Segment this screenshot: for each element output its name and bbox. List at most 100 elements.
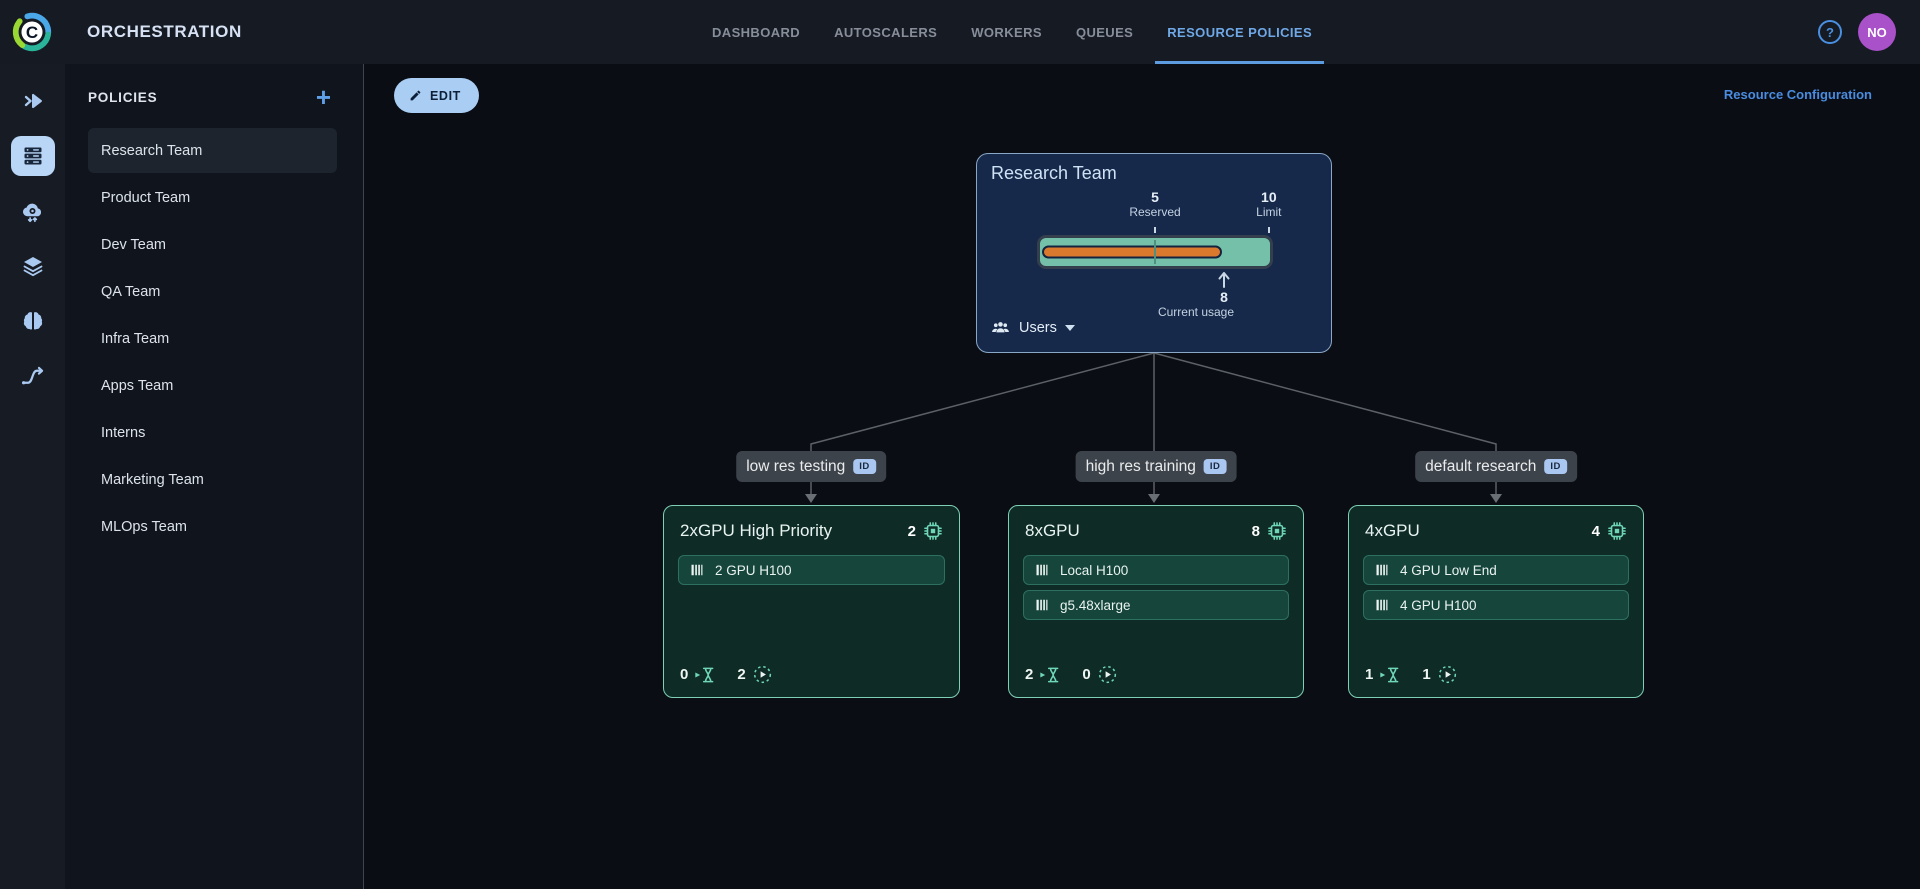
tab-workers[interactable]: WORKERS bbox=[971, 24, 1042, 40]
edit-button-label: EDIT bbox=[430, 88, 461, 103]
pending-count: 0 bbox=[680, 666, 689, 683]
resource-card-title: 2xGPU High Priority bbox=[680, 521, 833, 540]
policies-sidebar: POLICIES + Research Team Product Team De… bbox=[65, 64, 364, 889]
tab-autoscalers[interactable]: AUTOSCALERS bbox=[834, 24, 938, 40]
reserved-marker-group: 5 Reserved bbox=[1100, 189, 1210, 233]
icon-rail bbox=[0, 64, 65, 889]
pending-count: 1 bbox=[1365, 666, 1374, 683]
users-dropdown[interactable]: Users bbox=[990, 317, 1075, 338]
policy-canvas: EDIT Resource Configuration Research Tea… bbox=[364, 64, 1920, 889]
usage-bar-fill bbox=[1042, 245, 1222, 259]
add-policy-button[interactable]: + bbox=[315, 82, 331, 112]
pending-jobs-stat: 1 bbox=[1365, 665, 1402, 685]
queue-row[interactable]: Local H100 bbox=[1023, 555, 1289, 585]
queue-label: g5.48xlarge bbox=[1060, 597, 1131, 613]
queue-row[interactable]: 4 GPU Low End bbox=[1363, 555, 1629, 585]
gpu-count: 8 bbox=[1251, 522, 1260, 540]
sidebar-item-apps-team[interactable]: Apps Team bbox=[101, 377, 174, 394]
logo-ring-icon bbox=[12, 12, 52, 52]
queue-icon bbox=[691, 564, 703, 576]
gpu-count: 2 bbox=[907, 522, 916, 540]
queue-label: 4 GPU Low End bbox=[1400, 562, 1497, 578]
policies-list: Research Team Product Team Dev Team QA T… bbox=[65, 128, 363, 551]
reserved-divider bbox=[1154, 240, 1156, 264]
cloud-gear-icon bbox=[22, 203, 42, 222]
queue-label: 4 GPU H100 bbox=[1400, 597, 1477, 613]
policy-root-card[interactable]: Research Team 5 Reserved 10 Limit 8 Cur bbox=[976, 153, 1332, 353]
usage-bar-track bbox=[1037, 235, 1273, 269]
sidebar-item-qa-team[interactable]: QA Team bbox=[101, 283, 161, 300]
resource-card-2xgpu-high-priority[interactable]: 2xGPU High Priority 2 2 GPU H100 bbox=[663, 505, 960, 698]
pending-jobs-stat: 2 bbox=[1025, 665, 1062, 685]
pending-hourglass-icon bbox=[1380, 667, 1399, 682]
tab-resource-policies[interactable]: RESOURCE POLICIES bbox=[1155, 0, 1324, 64]
resource-card-8xgpu[interactable]: 8xGPU 8 Local H100 bbox=[1008, 505, 1304, 698]
resource-card-4xgpu[interactable]: 4xGPU 4 4 GPU Low End bbox=[1348, 505, 1644, 698]
rail-item-servers[interactable] bbox=[10, 136, 55, 176]
page-title: ORCHESTRATION bbox=[87, 22, 242, 41]
queue-icon bbox=[1376, 564, 1388, 576]
pending-count: 2 bbox=[1025, 666, 1034, 683]
chevron-down-icon bbox=[1064, 324, 1075, 331]
tab-dashboard[interactable]: DASHBOARD bbox=[712, 24, 801, 40]
queue-icon bbox=[1036, 599, 1048, 611]
sidebar-item-infra-team[interactable]: Infra Team bbox=[101, 330, 170, 347]
running-jobs-stat: 1 bbox=[1422, 664, 1457, 685]
queue-icon bbox=[1376, 599, 1388, 611]
pipeline-icon bbox=[21, 366, 44, 384]
layers-icon bbox=[23, 257, 42, 277]
queue-row[interactable]: 4 GPU H100 bbox=[1363, 590, 1629, 620]
limit-label: Limit bbox=[1256, 205, 1282, 219]
resource-configuration-link[interactable]: Resource Configuration bbox=[1723, 87, 1872, 102]
id-badge[interactable]: ID bbox=[1544, 459, 1567, 474]
running-count: 1 bbox=[1422, 666, 1431, 683]
servers-icon bbox=[24, 147, 41, 165]
running-play-icon bbox=[753, 665, 771, 684]
root-card-title: Research Team bbox=[991, 163, 1117, 183]
sidebar-item-product-team[interactable]: Product Team bbox=[101, 189, 191, 206]
rail-item-layers[interactable] bbox=[11, 246, 55, 286]
running-count: 0 bbox=[1082, 666, 1091, 683]
nav-tabs: DASHBOARD AUTOSCALERS WORKERS QUEUES RES… bbox=[700, 0, 1324, 64]
logo-letter: C bbox=[25, 23, 39, 42]
reserved-tick bbox=[1154, 227, 1156, 233]
running-jobs-stat: 2 bbox=[737, 664, 772, 685]
rail-item-models[interactable] bbox=[11, 301, 55, 341]
app-logo[interactable]: C bbox=[0, 0, 64, 64]
sidebar-item-dev-team[interactable]: Dev Team bbox=[101, 236, 167, 253]
queue-label: 2 GPU H100 bbox=[715, 562, 792, 578]
pending-hourglass-icon bbox=[1040, 667, 1059, 682]
sidebar-item-mlops-team[interactable]: MLOps Team bbox=[101, 518, 187, 535]
fast-forward-icon bbox=[24, 93, 42, 109]
queue-label: Local H100 bbox=[1060, 562, 1129, 578]
top-nav: C ORCHESTRATION DASHBOARD AUTOSCALERS WO… bbox=[0, 0, 1920, 64]
rail-item-pipelines[interactable] bbox=[11, 356, 55, 396]
sidebar-item-research-team[interactable]: Research Team bbox=[88, 128, 337, 173]
id-badge[interactable]: ID bbox=[1203, 459, 1227, 474]
queue-row[interactable]: g5.48xlarge bbox=[1023, 590, 1289, 620]
id-badge[interactable]: ID bbox=[853, 459, 876, 474]
node-tag-low-res-testing[interactable]: low res testing ID bbox=[736, 451, 886, 482]
tab-queues[interactable]: QUEUES bbox=[1075, 24, 1134, 40]
help-icon[interactable]: ? bbox=[1818, 20, 1842, 44]
brain-icon bbox=[23, 312, 42, 330]
node-tag-high-res-training[interactable]: high res training ID bbox=[1075, 451, 1237, 482]
node-tag-default-research[interactable]: default research ID bbox=[1415, 451, 1577, 482]
sidebar-item-interns[interactable]: Interns bbox=[101, 424, 146, 441]
pencil-icon bbox=[410, 90, 421, 101]
rail-item-fast-forward[interactable] bbox=[11, 81, 55, 121]
limit-value: 10 bbox=[1261, 189, 1277, 205]
usage-label: Current usage bbox=[1157, 305, 1235, 319]
users-label: Users bbox=[1019, 319, 1057, 336]
pending-hourglass-icon bbox=[695, 667, 714, 682]
resource-card-title: 4xGPU bbox=[1365, 521, 1420, 540]
users-icon bbox=[992, 322, 1009, 333]
running-jobs-stat: 0 bbox=[1082, 664, 1117, 685]
sidebar-item-marketing-team[interactable]: Marketing Team bbox=[101, 471, 204, 488]
avatar[interactable]: NO bbox=[1858, 13, 1896, 51]
rail-item-autoscaler[interactable] bbox=[11, 191, 55, 231]
gpu-chip-icon bbox=[1268, 522, 1286, 540]
running-count: 2 bbox=[737, 666, 746, 683]
queue-row[interactable]: 2 GPU H100 bbox=[678, 555, 945, 585]
edit-button[interactable]: EDIT bbox=[394, 78, 479, 113]
